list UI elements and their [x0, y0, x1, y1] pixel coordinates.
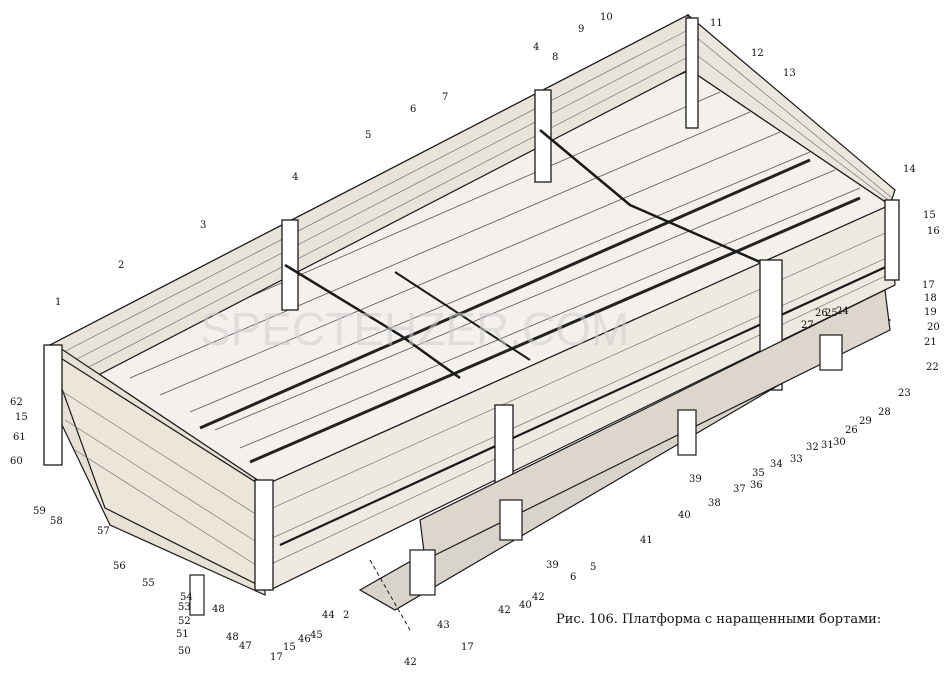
callout-c2b: 2	[343, 610, 349, 621]
callout-c6a: 6	[410, 104, 416, 115]
callout-c36: 36	[750, 480, 763, 491]
callout-c21: 21	[924, 337, 937, 348]
callout-c18: 18	[924, 293, 937, 304]
callout-c48b: 48	[212, 604, 225, 615]
figure-caption: Рис. 106. Платформа с наращенными бортам…	[556, 612, 882, 627]
callout-c53: 53	[178, 602, 191, 613]
left-board-planks	[51, 29, 689, 387]
callout-c1: 1	[55, 297, 61, 308]
callout-c47: 47	[239, 641, 252, 652]
callout-c15a: 15	[15, 412, 28, 423]
callout-c2a: 2	[118, 260, 124, 271]
callout-c4b: 4	[533, 42, 539, 53]
callout-c22: 22	[926, 362, 939, 373]
callout-c31: 31	[821, 440, 834, 451]
callout-c34: 34	[770, 459, 783, 470]
callout-c56: 56	[113, 561, 126, 572]
callout-layer: 1223445566789101112131415151516171717181…	[10, 12, 940, 668]
callout-c50: 50	[178, 646, 191, 657]
callout-c12: 12	[751, 48, 764, 59]
right-board-rail	[279, 264, 891, 546]
callout-c40a: 40	[678, 510, 691, 521]
callout-c62: 62	[10, 397, 23, 408]
rear-board-planks	[59, 389, 268, 573]
callout-c15b: 15	[923, 210, 936, 221]
callout-c30: 30	[833, 437, 846, 448]
callout-c10: 10	[600, 12, 613, 23]
callout-c42b: 42	[532, 592, 545, 603]
callout-c28: 28	[878, 407, 891, 418]
callout-c42c: 42	[404, 657, 417, 668]
callout-c48a: 48	[226, 632, 239, 643]
callout-c40b: 40	[519, 600, 532, 611]
front-board-planks	[689, 31, 893, 203]
callout-c13: 13	[783, 68, 796, 79]
callout-c16: 16	[927, 226, 940, 237]
callout-c59: 59	[33, 506, 46, 517]
callout-c3: 3	[200, 220, 206, 231]
callout-c9: 9	[578, 24, 584, 35]
callout-c5b: 5	[590, 562, 596, 573]
callout-c58: 58	[50, 516, 63, 527]
stakes	[43, 17, 900, 591]
callout-c35: 35	[752, 468, 765, 479]
floor-cross-bar	[394, 271, 531, 361]
callout-c25: 25	[825, 308, 838, 319]
callout-c43: 43	[437, 620, 450, 631]
callout-c38: 38	[708, 498, 721, 509]
callout-c32: 32	[806, 442, 819, 453]
brackets	[189, 334, 843, 616]
callout-c39a: 39	[689, 474, 702, 485]
callout-c14: 14	[903, 164, 916, 175]
callout-c41: 41	[640, 535, 653, 546]
callout-c4a: 4	[292, 172, 298, 183]
callout-c44: 44	[322, 610, 335, 621]
tie-strap-far	[539, 129, 761, 264]
callout-c51: 51	[176, 629, 189, 640]
callout-c29: 29	[859, 416, 872, 427]
callout-c23: 23	[898, 388, 911, 399]
callout-c24: 24	[836, 306, 849, 317]
callout-c45: 45	[310, 630, 323, 641]
callout-c11: 11	[710, 18, 723, 29]
callout-c17a: 17	[922, 280, 935, 291]
longitudinal-beam-2	[419, 289, 891, 561]
callout-c15c: 15	[283, 642, 296, 653]
floor-metal-strips	[199, 158, 861, 464]
right-board-planks	[267, 229, 895, 566]
callout-c8: 8	[552, 52, 558, 63]
callout-c27: 27	[801, 320, 814, 331]
callout-c6b: 6	[570, 572, 576, 583]
callout-c37: 37	[733, 484, 746, 495]
watermark: SPECTEHZER.COM	[200, 303, 629, 355]
tie-strap	[284, 263, 461, 380]
callout-c57: 57	[97, 526, 110, 537]
callout-c55: 55	[142, 578, 155, 589]
callout-c26a: 26	[815, 308, 828, 319]
callout-c61: 61	[13, 432, 26, 443]
callout-c60: 60	[10, 456, 23, 467]
callout-c19: 19	[924, 307, 937, 318]
callout-c39b: 39	[546, 560, 559, 571]
callout-c7: 7	[442, 92, 448, 103]
callout-c52: 52	[178, 616, 191, 627]
callout-c20: 20	[927, 322, 940, 333]
callout-c5a: 5	[365, 130, 371, 141]
callout-c26b: 26	[845, 425, 858, 436]
callout-c42a: 42	[498, 605, 511, 616]
callout-c17b: 17	[270, 652, 283, 663]
callout-c46: 46	[298, 634, 311, 645]
callout-c33: 33	[790, 454, 803, 465]
callout-c17c: 17	[461, 642, 474, 653]
callout-c54: 54	[180, 592, 193, 603]
